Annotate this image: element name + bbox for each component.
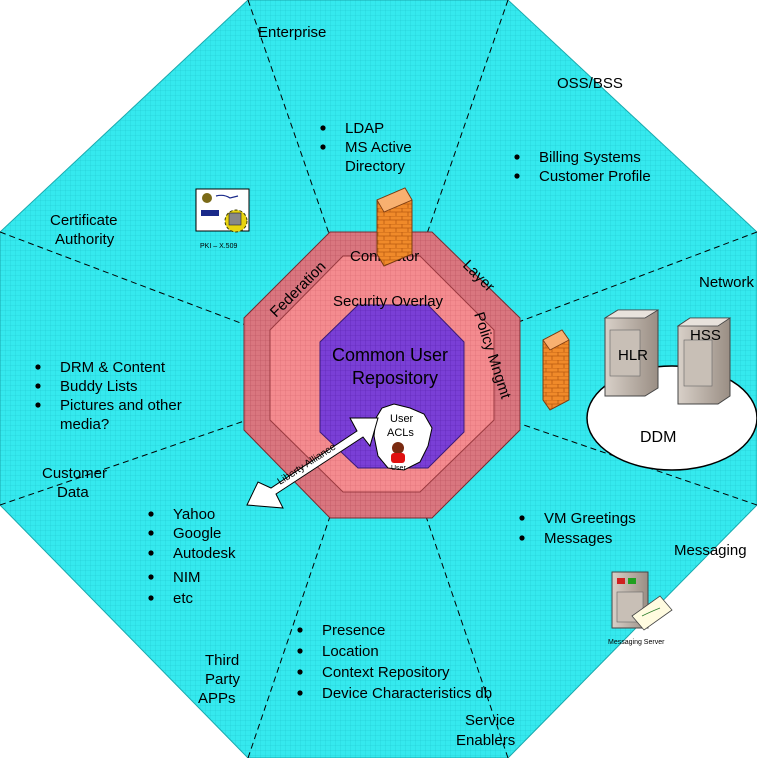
third-party-list: Yahoo Google Autodesk NIM etc (148, 506, 236, 607)
hlr-label: HLR (618, 347, 648, 364)
list-item: Yahoo (173, 506, 215, 523)
sector-service-enablers-2: Enablers (456, 732, 515, 749)
user-acls-line1: User (390, 413, 414, 425)
sector-network: Network (699, 274, 755, 291)
server-icon: HSS (676, 317, 732, 405)
list-item: Pictures and other (60, 397, 182, 414)
list-item: etc (173, 590, 194, 607)
list-item: Device Characteristics db (322, 685, 492, 702)
firewall-icon (376, 187, 413, 267)
sector-customer-data-2: Data (57, 484, 89, 501)
customer-data-list: DRM & Content Buddy Lists Pictures and o… (35, 359, 182, 433)
list-item: Customer Profile (539, 168, 651, 185)
list-item: Google (173, 525, 221, 542)
list-item: Location (322, 643, 379, 660)
list-item: Messages (544, 530, 612, 547)
user-small-label: User (391, 465, 406, 472)
pki-label: PKI – X.509 (200, 243, 237, 250)
list-item: DRM & Content (60, 359, 166, 376)
core-label-line1: Common User (332, 345, 448, 365)
sector-messaging: Messaging (674, 542, 747, 559)
core-label-line2: Repository (352, 368, 438, 388)
firewall-icon (542, 329, 570, 411)
service-enablers-list: Presence Location Context Repository Dev… (297, 622, 492, 702)
sector-third-party-3: APPs (198, 690, 236, 707)
gear-icon (224, 209, 248, 233)
user-acls-line2: ACLs (387, 427, 414, 439)
sector-service-enablers-1: Service (465, 712, 515, 729)
server-icon: HLR (603, 309, 660, 397)
list-item: Billing Systems (539, 149, 641, 166)
user-acls-badge: User ACLs User (373, 403, 433, 472)
pki-certificate-icon: PKI – X.509 (195, 188, 250, 250)
messaging-server-icon: Messaging Server (608, 571, 673, 646)
list-item: Presence (322, 622, 385, 639)
sector-certificate-authority-1: Certificate (50, 212, 118, 229)
sector-third-party-1: Third (205, 652, 239, 669)
security-overlay-label: Security Overlay (333, 293, 444, 310)
list-item: NIM (173, 569, 201, 586)
user-icon (391, 442, 405, 463)
list-item: MS Active (345, 139, 412, 156)
sector-customer-data-1: Customer (42, 465, 107, 482)
list-item: VM Greetings (544, 510, 636, 527)
oss-bss-list: Billing Systems Customer Profile (514, 149, 651, 185)
messaging-server-label: Messaging Server (608, 639, 665, 646)
list-item: LDAP (345, 120, 384, 137)
hss-label: HSS (690, 327, 721, 344)
ddm-label: DDM (640, 429, 676, 446)
sector-oss-bss: OSS/BSS (557, 75, 623, 92)
enterprise-list: LDAP MS Active Directory (320, 120, 412, 175)
list-item: Autodesk (173, 545, 236, 562)
list-item: media? (60, 416, 109, 433)
sector-enterprise: Enterprise (258, 24, 326, 41)
sector-certificate-authority-2: Authority (55, 231, 115, 248)
messaging-list: VM Greetings Messages (519, 510, 636, 547)
sector-third-party-2: Party (205, 671, 241, 688)
list-item: Directory (345, 158, 406, 175)
list-item: Context Repository (322, 664, 450, 681)
list-item: Buddy Lists (60, 378, 138, 395)
